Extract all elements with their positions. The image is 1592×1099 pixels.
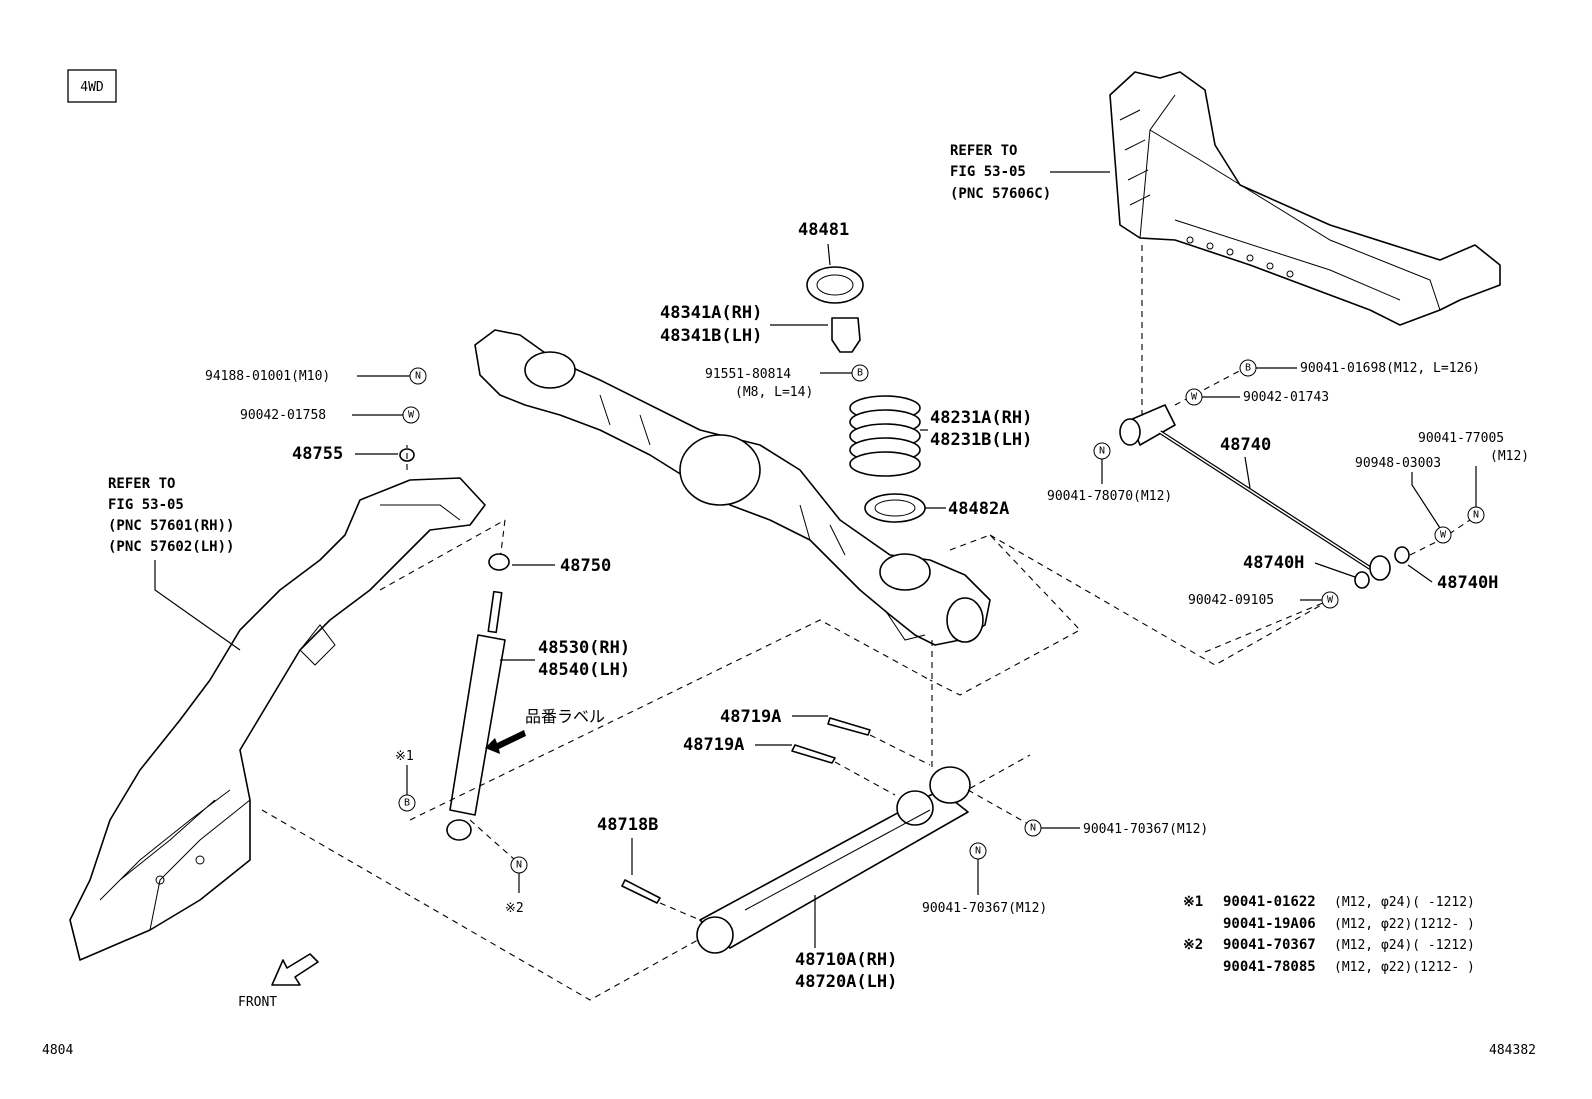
rear-frame-drawing [1109, 71, 1501, 326]
label-48341b: 48341B(LH) [660, 326, 762, 346]
label-48231a: 48231A(RH) [930, 408, 1032, 428]
label-48482a: 48482A [948, 499, 1009, 519]
label-48740h-left: 48740H [1243, 553, 1304, 573]
symbol-n-mark2: N [510, 856, 528, 874]
label-94188: 94188-01001(M10) [205, 369, 330, 384]
label-48341a: 48341A(RH) [660, 303, 762, 323]
symbol-n-78070: N [1093, 442, 1111, 460]
svg-text:B: B [1245, 363, 1251, 374]
symbol-n-70367-lower: N [969, 842, 987, 860]
label-48710a: 48710A(RH) [795, 950, 897, 970]
label-48231b: 48231B(LH) [930, 430, 1032, 450]
refer-right-line1: REFER TO [950, 143, 1017, 159]
note-1-pn: 90041-01622 [1223, 894, 1316, 910]
svg-text:N: N [975, 846, 981, 857]
symbol-n-94188: N [409, 367, 427, 385]
refer-left-line3: (PNC 57601(RH)) [108, 518, 234, 534]
svg-text:W: W [1327, 595, 1334, 606]
spring-stack-drawing [806, 266, 926, 523]
mark-1-label: ※1 [395, 749, 414, 764]
page-ref-right: 484382 [1489, 1043, 1536, 1058]
label-48740h-right: 48740H [1437, 573, 1498, 593]
symbol-w-01743: W [1185, 388, 1203, 406]
refer-left-line1: REFER TO [108, 476, 175, 492]
label-90041-70367-lower: 90041-70367(M12) [922, 901, 1047, 916]
svg-text:B: B [857, 368, 863, 379]
corner-tag: 4WD [67, 69, 117, 103]
symbol-b-mark1: B [398, 794, 416, 812]
note-2-pn: 90041-19A06 [1223, 916, 1316, 932]
label-90041-70367-right: 90041-70367(M12) [1083, 822, 1208, 837]
lower-arm-drawing [696, 766, 971, 954]
label-48755: 48755 [292, 444, 343, 464]
note-4-spec: (M12, φ22)(1212- ) [1334, 960, 1475, 975]
corner-tag-text: 4WD [80, 80, 104, 95]
label-48740: 48740 [1220, 435, 1271, 455]
note-1-mark: ※1 [1183, 894, 1203, 910]
note-3-mark: ※2 [1183, 937, 1203, 953]
svg-text:W: W [408, 410, 415, 421]
note-1-spec: (M12, φ24)( -1212) [1334, 895, 1475, 910]
label-90041-77005-spec: (M12) [1490, 449, 1529, 464]
front-label: FRONT [238, 995, 277, 1010]
label-48481: 48481 [798, 220, 849, 240]
front-arrow-icon [271, 953, 319, 986]
refer-left-line2: FIG 53-05 [108, 497, 184, 513]
label-90042-01758: 90042-01758 [240, 408, 326, 423]
label-90041-78070: 90041-78070(M12) [1047, 489, 1172, 504]
symbol-w-01758: W [402, 406, 420, 424]
label-48718b: 48718B [597, 815, 658, 835]
label-90042-09105: 90042-09105 [1188, 593, 1274, 608]
note-3-pn: 90041-70367 [1223, 937, 1316, 953]
label-91551: 91551-80814 [705, 367, 791, 382]
symbol-b-91551: B [851, 364, 869, 382]
left-frame-drawing [69, 477, 486, 961]
part-label-jp: 品番ラベル [525, 707, 605, 726]
label-90042-01743: 90042-01743 [1243, 390, 1329, 405]
mark-2-label: ※2 [505, 901, 524, 916]
svg-text:N: N [1473, 510, 1479, 521]
label-48719a-lower: 48719A [683, 735, 744, 755]
notes-table: ※1 90041-01622 (M12, φ24)( -1212) 90041-… [1183, 894, 1475, 975]
bolts-drawing [621, 717, 871, 904]
refer-left-line4: (PNC 57602(LH)) [108, 539, 234, 555]
part-label-arrow-icon [485, 730, 526, 754]
symbol-w-03003: W [1434, 526, 1452, 544]
svg-text:B: B [404, 798, 410, 809]
symbol-b-01698: B [1239, 359, 1257, 377]
note-2-spec: (M12, φ22)(1212- ) [1334, 917, 1475, 932]
axle-housing-drawing [474, 329, 991, 646]
svg-text:N: N [415, 371, 421, 382]
svg-text:W: W [1191, 392, 1198, 403]
note-4-pn: 90041-78085 [1223, 959, 1316, 975]
label-91551-spec: (M8, L=14) [735, 385, 813, 400]
svg-text:N: N [516, 860, 522, 871]
symbol-w-09105: W [1321, 591, 1339, 609]
svg-text:N: N [1030, 823, 1036, 834]
label-90041-01698: 90041-01698(M12, L=126) [1300, 361, 1480, 376]
label-48540: 48540(LH) [538, 660, 630, 680]
page-ref-left: 4804 [42, 1043, 73, 1058]
refer-right-line3: (PNC 57606C) [950, 186, 1051, 202]
label-90948-03003: 90948-03003 [1355, 456, 1441, 471]
shock-absorber-drawing [399, 448, 510, 841]
label-48530: 48530(RH) [538, 638, 630, 658]
label-90041-77005: 90041-77005 [1418, 431, 1504, 446]
symbol-n-70367-right: N [1024, 819, 1042, 837]
note-3-spec: (M12, φ24)( -1212) [1334, 938, 1475, 953]
lateral-rod-drawing [1119, 404, 1410, 589]
label-48720a: 48720A(LH) [795, 972, 897, 992]
label-48750: 48750 [560, 556, 611, 576]
svg-text:W: W [1440, 530, 1447, 541]
svg-text:N: N [1099, 446, 1105, 457]
symbol-n-77005: N [1467, 506, 1485, 524]
refer-right-line2: FIG 53-05 [950, 164, 1026, 180]
label-48719a-upper: 48719A [720, 707, 781, 727]
